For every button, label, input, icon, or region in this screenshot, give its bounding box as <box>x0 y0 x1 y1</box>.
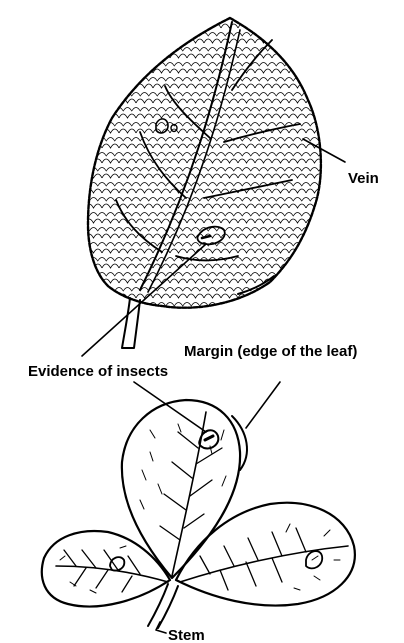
vein-label: Vein <box>348 170 379 187</box>
leaf-surface-texture <box>80 10 330 315</box>
margin-leader-line <box>246 382 280 428</box>
upper-leaf <box>80 10 330 348</box>
right-leaflet <box>176 503 355 606</box>
insect-hole <box>306 551 322 568</box>
margin-label: Margin (edge of the leaf) <box>184 343 357 360</box>
insects-leader-line <box>134 382 206 432</box>
top-leaflet <box>122 400 240 578</box>
insects-label: Evidence of insects <box>28 363 168 380</box>
stem-label: Stem <box>168 627 205 643</box>
leaflet-midvein <box>180 546 348 582</box>
leaflet-side-vein <box>200 528 306 590</box>
lower-leaf <box>42 400 355 628</box>
leaflet-texture <box>60 424 340 593</box>
